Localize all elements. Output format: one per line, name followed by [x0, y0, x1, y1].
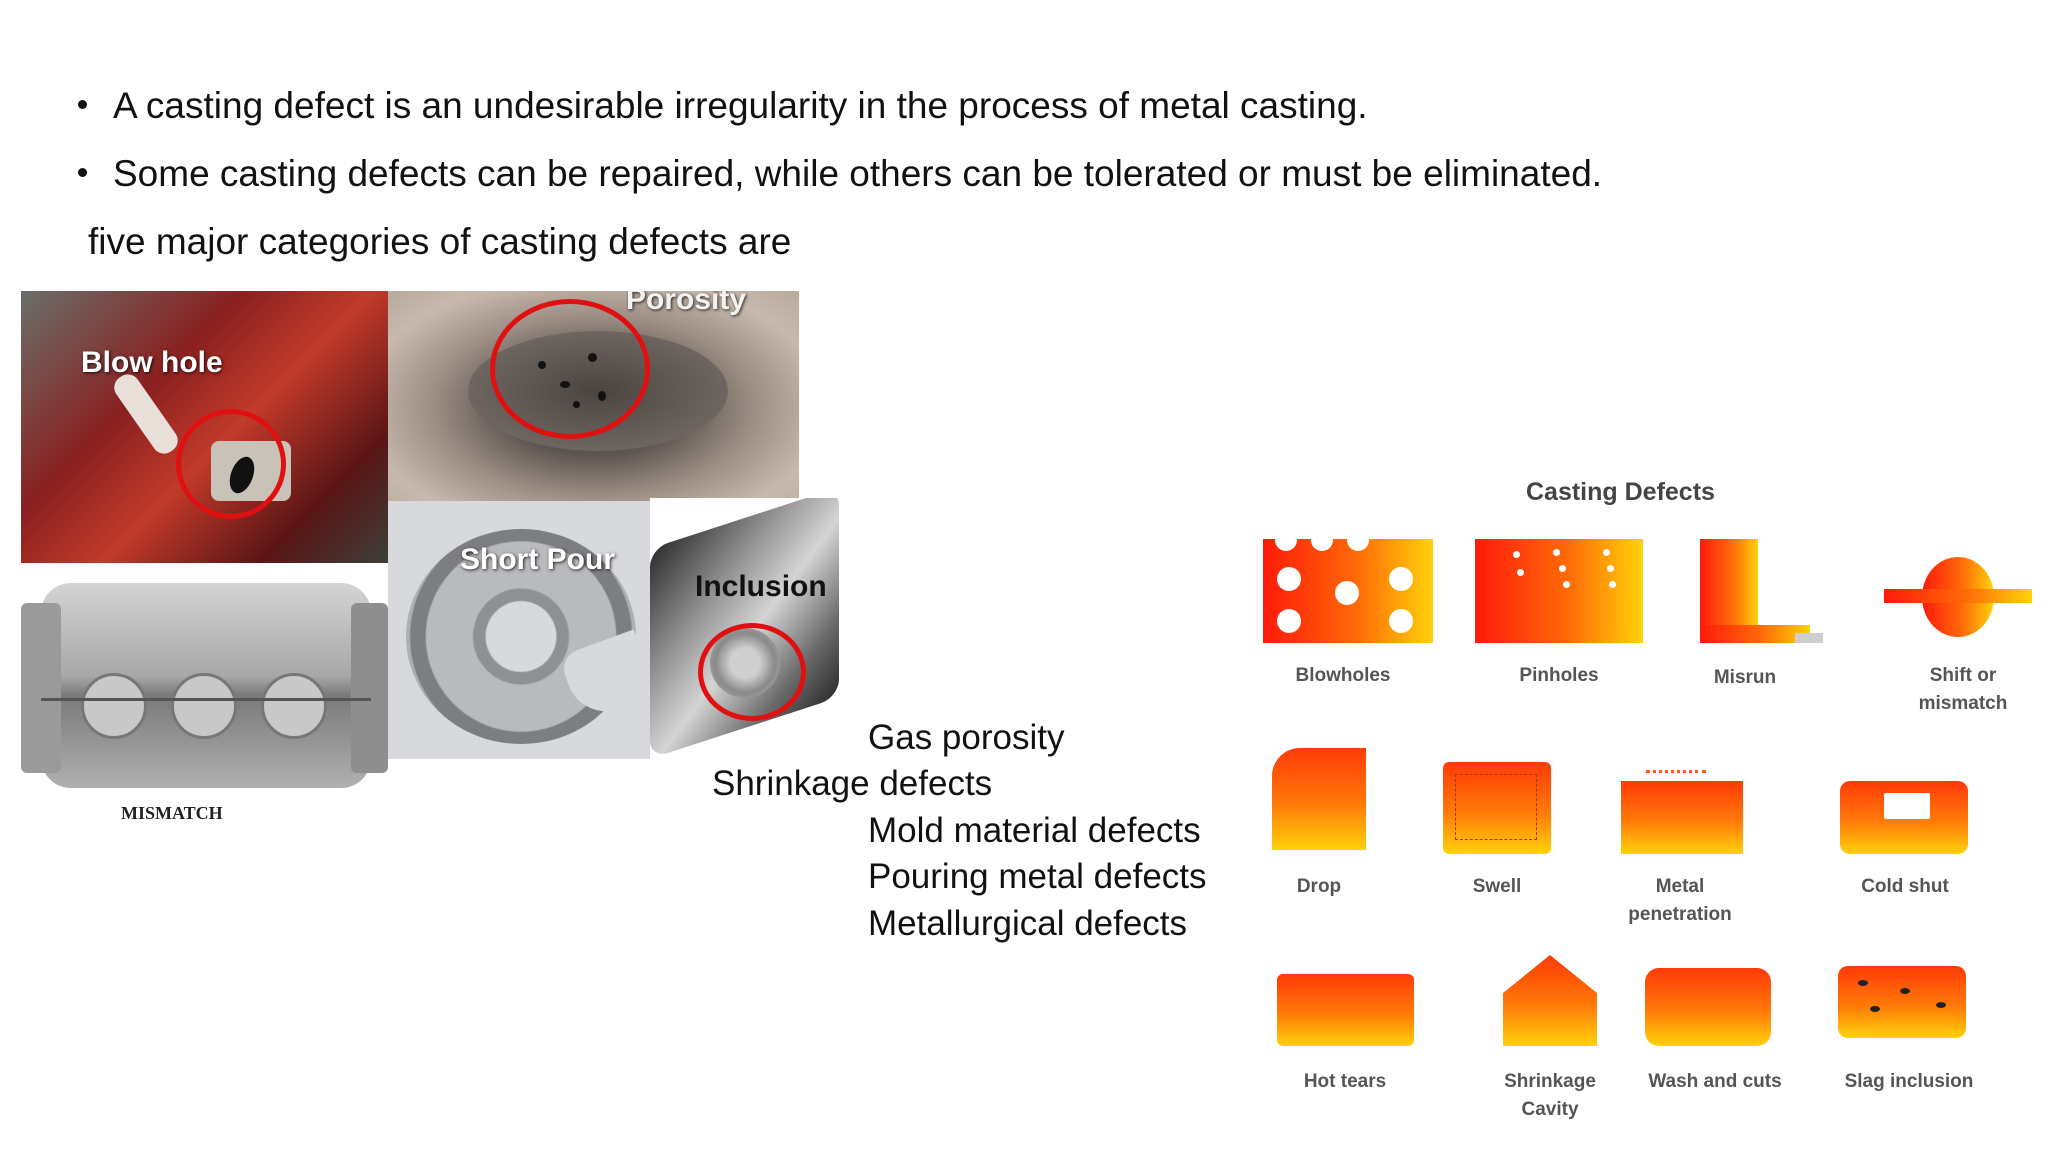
category-item: Gas porosity — [868, 718, 1065, 757]
blow-hole-label: Blow hole — [81, 346, 223, 379]
shrinkage-cavity-label: Shrinkage Cavity — [1504, 1071, 1596, 1120]
shift-bar-shape — [1884, 589, 2032, 603]
metal-penetration-label: Metal penetration — [1628, 876, 1732, 925]
porosity-photo: Porosity — [388, 291, 799, 501]
hot-tears-shape — [1277, 974, 1414, 1046]
swell-shape — [1443, 762, 1551, 854]
drop-shape — [1272, 748, 1366, 850]
penetration-marks-shape — [1646, 770, 1706, 781]
mismatch-photo: MISMATCH — [21, 563, 388, 828]
shift-label: Shift or mismatch — [1918, 665, 2008, 714]
pinholes-label: Pinholes — [1519, 665, 1599, 686]
misrun-label: Misrun — [1713, 667, 1777, 688]
cold-shut-label: Cold shut — [1861, 876, 1949, 897]
category-item: Metallurgical defects — [868, 904, 1188, 943]
slag-inclusion-shape — [1838, 966, 1966, 1038]
bullet-dot-icon — [78, 100, 87, 109]
mismatch-label: MISMATCH — [121, 803, 223, 823]
blowholes-label: Blowholes — [1295, 665, 1391, 686]
drop-label: Drop — [1296, 876, 1342, 897]
blow-hole-photo: Blow hole — [21, 291, 388, 563]
intro-text: five major categories of casting defects… — [88, 221, 792, 262]
hot-tears-label: Hot tears — [1303, 1071, 1387, 1092]
wash-cuts-shape — [1645, 968, 1771, 1046]
bullet-item: Some casting defects can be repaired, wh… — [78, 152, 1602, 196]
misrun-gap-shape — [1795, 633, 1823, 643]
diagram-title: Casting Defects — [1526, 478, 1715, 506]
short-pour-photo: Short Pour — [388, 501, 650, 759]
cold-shut-shape — [1840, 781, 1968, 854]
inclusion-label: Inclusion — [695, 570, 827, 603]
wash-cuts-label: Wash and cuts — [1648, 1071, 1782, 1092]
category-item: Pouring metal defects — [868, 857, 1207, 896]
blowholes-shape — [1263, 529, 1433, 643]
bullet-dot-icon — [78, 168, 87, 177]
bullet-item: A casting defect is an undesirable irreg… — [78, 84, 1368, 128]
short-pour-label: Short Pour — [460, 543, 615, 576]
category-item: Shrinkage defects — [712, 764, 993, 803]
swell-label: Swell — [1472, 876, 1522, 897]
slag-inclusion-label: Slag inclusion — [1844, 1071, 1974, 1092]
category-item: Mold material defects — [868, 811, 1201, 850]
porosity-label: Porosity — [626, 291, 747, 316]
metal-penetration-shape — [1621, 781, 1743, 854]
cavity-notch-shape — [1503, 955, 1597, 993]
pinholes-shape — [1475, 539, 1643, 643]
misrun-base-shape — [1700, 625, 1810, 643]
inclusion-photo: Inclusion — [650, 498, 839, 756]
